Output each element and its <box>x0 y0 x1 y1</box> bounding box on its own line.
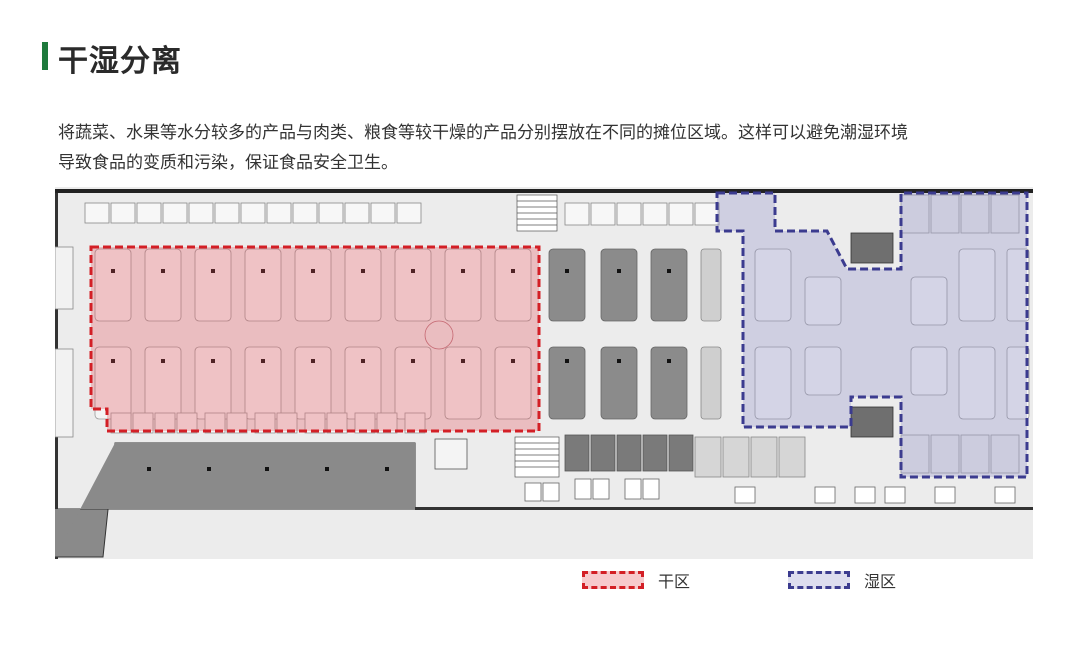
wet-area-top-stalls <box>900 194 1020 234</box>
legend-dry-label: 干区 <box>658 572 691 591</box>
staircase-top <box>516 194 558 232</box>
bottom-fixtures <box>524 478 1016 504</box>
legend-dry-swatch <box>582 571 644 589</box>
staircase-bottom <box>514 436 560 478</box>
description: 将蔬菜、水果等水分较多的产品与肉类、粮食等较干燥的产品分别摆放在不同的摊位区域。… <box>58 118 1018 178</box>
middle-stall-islands-light <box>700 248 722 420</box>
dry-area-centre-fixture <box>424 320 454 350</box>
legend-dry: 干区 <box>582 569 690 591</box>
floor-plan <box>55 187 1033 559</box>
legend-wet-swatch <box>788 571 850 589</box>
wet-area-stall-islands <box>754 248 1030 420</box>
legend-wet-label: 湿区 <box>864 572 897 591</box>
page-title: 干湿分离 <box>58 44 182 79</box>
dry-area-stall-islands <box>94 248 532 420</box>
top-stall-row-middle <box>564 202 720 226</box>
title-accent-bar <box>42 42 48 70</box>
top-stall-row-left <box>84 202 422 224</box>
bottom-wall <box>415 507 1033 510</box>
bottom-utility-room <box>434 438 468 470</box>
bottom-left-block-markers <box>147 467 389 471</box>
column-markers <box>111 269 671 363</box>
wet-zone <box>715 191 1029 479</box>
dry-area-stall-strip <box>110 412 426 434</box>
wet-area-fixture-top <box>850 232 894 264</box>
dry-zone <box>89 245 541 433</box>
left-room-top <box>55 246 74 310</box>
wet-area-fixture-bottom <box>850 406 894 438</box>
lower-middle-stalls <box>564 434 694 472</box>
middle-stall-islands <box>548 248 688 420</box>
lower-middle-stalls-light <box>694 436 806 478</box>
top-wall <box>55 189 1033 193</box>
description-line-1: 将蔬菜、水果等水分较多的产品与肉类、粮食等较干燥的产品分别摆放在不同的摊位区域。… <box>58 123 908 143</box>
left-room-bottom <box>55 348 74 438</box>
wet-area-bottom-stalls <box>900 434 1020 474</box>
legend-wet: 湿区 <box>788 569 896 591</box>
bottom-left-block-main <box>55 443 415 557</box>
description-line-2: 导致食品的变质和污染，保证食品安全卫生。 <box>58 153 398 173</box>
